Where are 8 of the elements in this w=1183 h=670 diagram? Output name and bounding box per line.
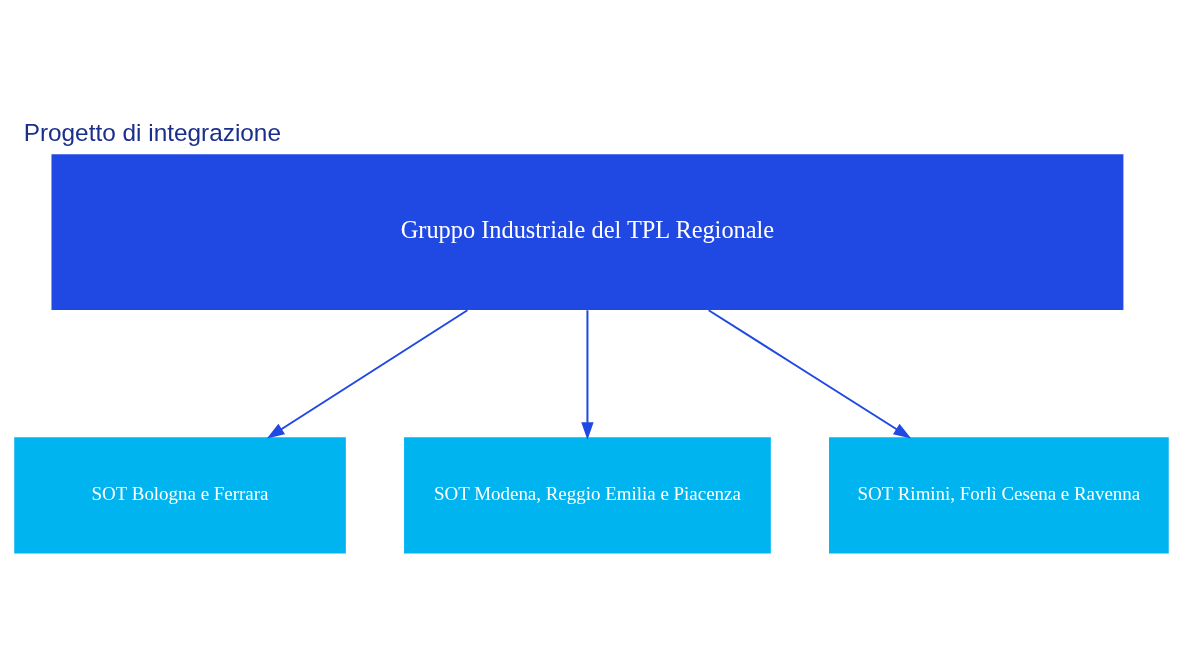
arrow (581, 310, 594, 440)
node-box: SOT Rimini, Forlì Cesena e Ravenna (829, 437, 1169, 554)
diagram-title: Progetto di integrazione (23, 119, 281, 147)
node-box: SOT Bologna e Ferrara (14, 437, 346, 554)
node-box: SOT Modena, Reggio Emilia e Piacenza (404, 437, 771, 554)
arrow (266, 309, 468, 439)
arrow (708, 309, 912, 439)
node-box: Gruppo Industriale del TPL Regionale (51, 154, 1124, 310)
